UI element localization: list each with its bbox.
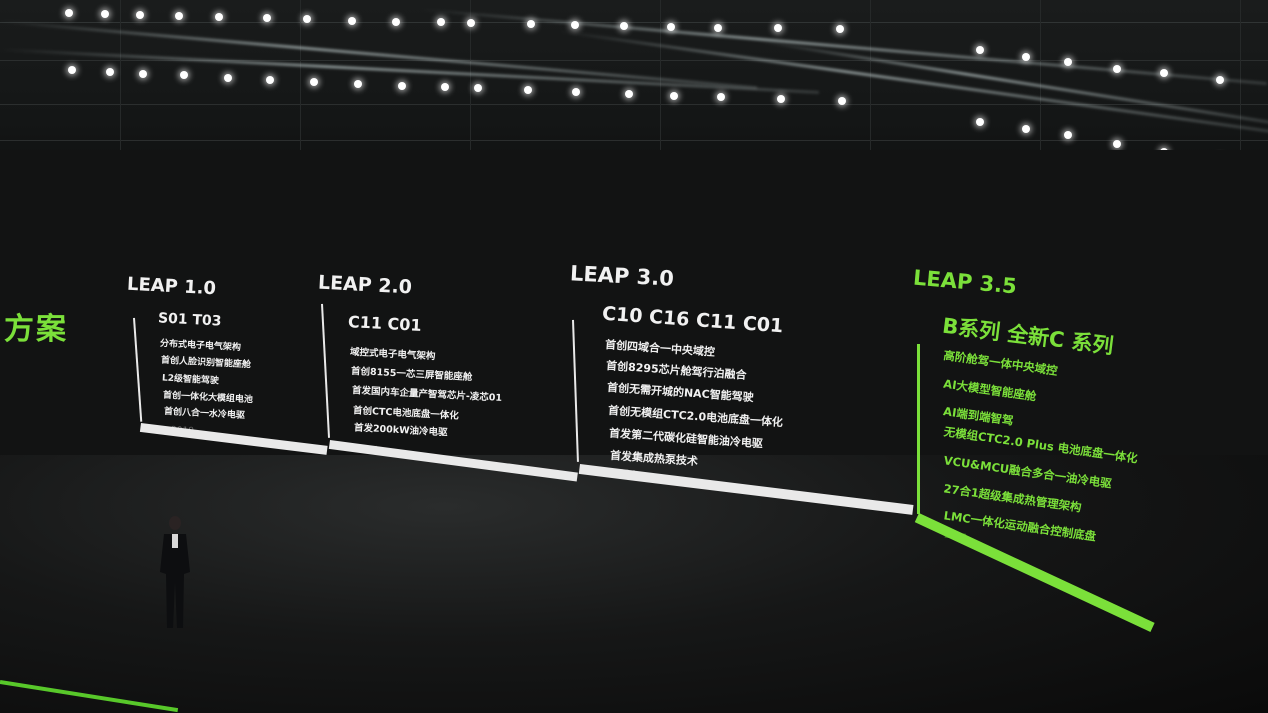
stage-spotlight — [310, 78, 318, 86]
stage-spotlight — [1064, 131, 1072, 139]
stage-spotlight — [572, 88, 580, 96]
stage-spotlight — [620, 22, 628, 30]
stage-spotlight — [263, 14, 271, 22]
ceiling-truss — [870, 0, 871, 200]
stage-spotlight — [1216, 76, 1224, 84]
stage-spotlight — [175, 12, 183, 20]
stage-spotlight — [392, 18, 400, 26]
stage-spotlight — [106, 68, 114, 76]
stage-spotlight — [441, 83, 449, 91]
timeline-bracket — [917, 344, 920, 514]
timeline-models: S01 T03 — [157, 310, 222, 330]
stage-spotlight — [524, 86, 532, 94]
stage-spotlight — [398, 82, 406, 90]
stage-spotlight — [136, 11, 144, 19]
stage-spotlight — [717, 93, 725, 101]
stage-spotlight — [976, 118, 984, 126]
stage-spotlight — [976, 46, 984, 54]
presenter-figure — [160, 516, 190, 628]
stage-spotlight — [266, 76, 274, 84]
ceiling-truss — [0, 60, 1268, 61]
ceiling-truss — [660, 0, 661, 190]
stage-spotlight — [667, 23, 675, 31]
stage-spotlight — [714, 24, 722, 32]
ceiling-truss — [0, 104, 1268, 105]
stage-spotlight — [1160, 69, 1168, 77]
ceiling-truss — [470, 0, 471, 180]
stage-spotlight — [467, 19, 475, 27]
stage-spotlight — [65, 9, 73, 17]
stage-spotlight — [1022, 125, 1030, 133]
ceiling-truss — [1240, 0, 1241, 230]
stage-spotlight — [348, 17, 356, 25]
stage-spotlight — [571, 21, 579, 29]
stage-spotlight — [670, 92, 678, 100]
stage-spotlight — [437, 18, 445, 26]
ceiling-truss — [0, 140, 1268, 141]
stage-spotlight — [1113, 65, 1121, 73]
stage-spotlight — [303, 15, 311, 23]
stage-spotlight — [774, 24, 782, 32]
ceiling-truss — [300, 0, 301, 150]
stage-spotlight — [1113, 140, 1121, 148]
stage-spotlight — [836, 25, 844, 33]
timeline-models: C11 C01 — [347, 312, 423, 335]
stage-spotlight — [1022, 53, 1030, 61]
stage-spotlight — [777, 95, 785, 103]
stage-spotlight — [625, 90, 633, 98]
stage-spotlight — [215, 13, 223, 21]
stage-spotlight — [101, 10, 109, 18]
slide-headline: 方案 — [4, 312, 68, 347]
stage-spotlight — [68, 66, 76, 74]
stage-spotlight — [354, 80, 362, 88]
stage-spotlight — [224, 74, 232, 82]
stage-spotlight — [474, 84, 482, 92]
ceiling-truss — [1040, 0, 1041, 210]
stage-spotlight — [139, 70, 147, 78]
stage-spotlight — [527, 20, 535, 28]
stage-spotlight — [838, 97, 846, 105]
ceiling-truss — [120, 0, 121, 150]
stage-spotlight — [180, 71, 188, 79]
ceiling-truss — [0, 22, 1268, 23]
stage-spotlight — [1064, 58, 1072, 66]
